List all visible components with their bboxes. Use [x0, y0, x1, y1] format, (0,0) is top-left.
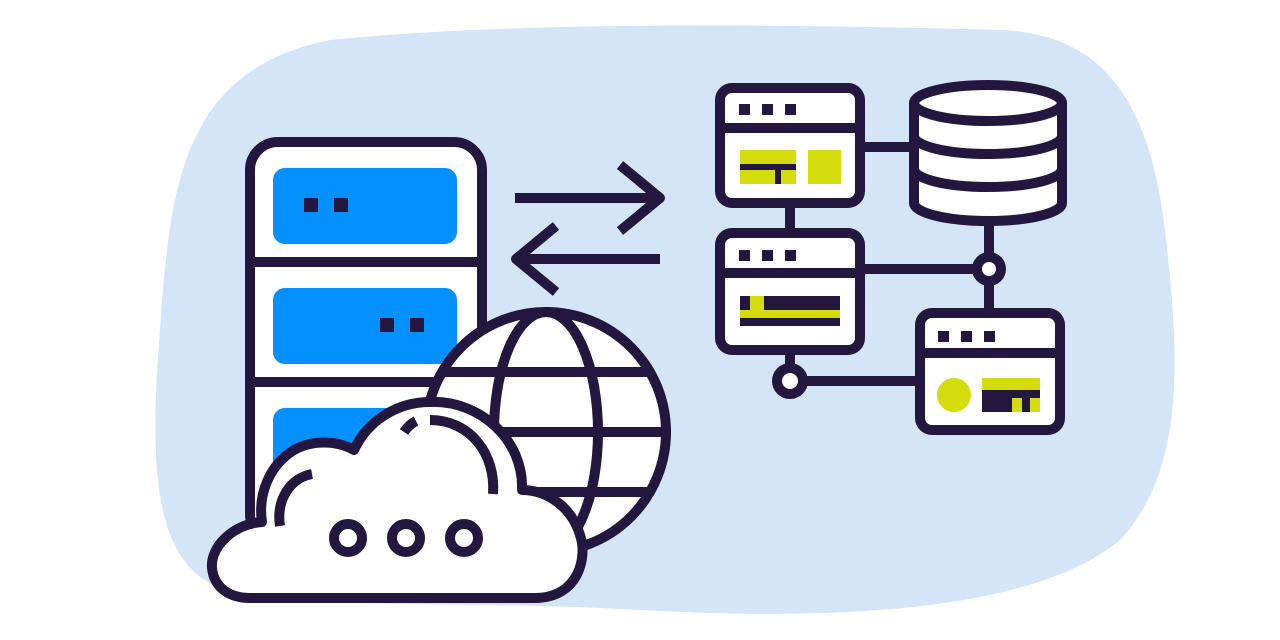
exchange-arrows-icon	[511, 161, 665, 296]
database-icon	[909, 80, 1067, 226]
app-window-icon	[715, 83, 865, 208]
app-window-icon	[715, 228, 865, 355]
cloud-icon	[206, 396, 588, 603]
app-window-icon	[915, 308, 1065, 435]
